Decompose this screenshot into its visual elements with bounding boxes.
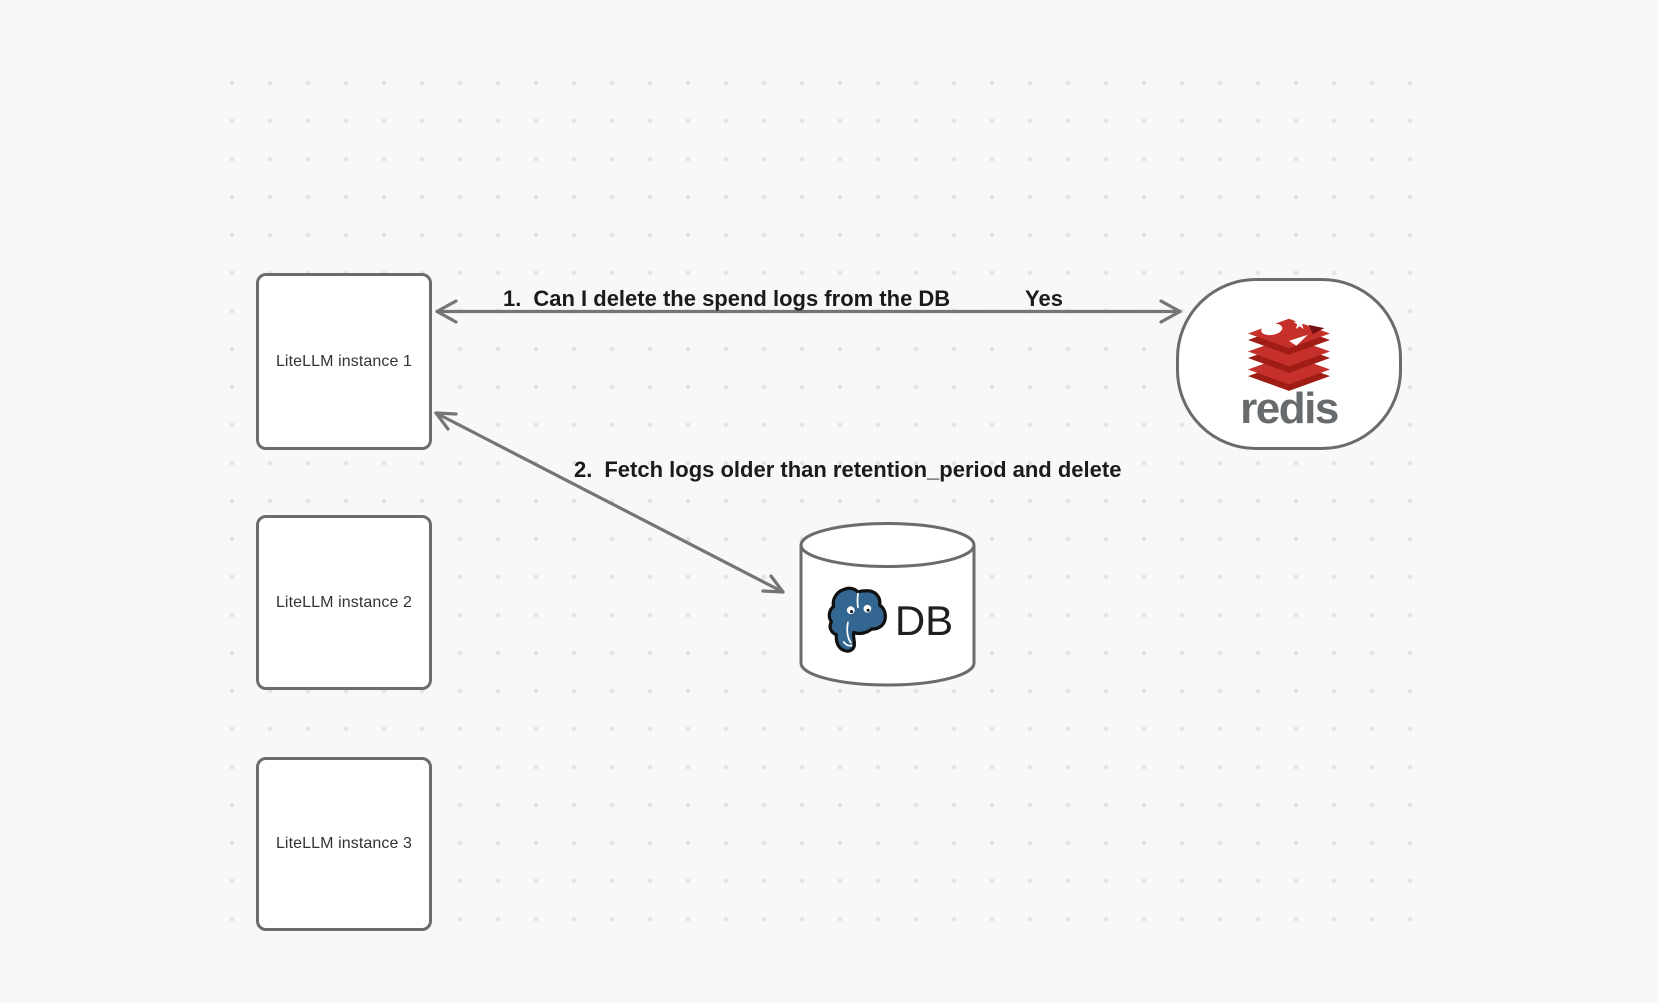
node-database[interactable]: DB: [799, 520, 976, 688]
arrow1-response-text: Yes: [1025, 286, 1063, 311]
arrow-instance1-to-db[interactable]: [434, 411, 785, 594]
node-litellm-instance-1[interactable]: LiteLLM instance 1: [256, 273, 432, 450]
database-label: DB: [894, 597, 954, 644]
redis-logo-icon: [1248, 317, 1330, 391]
arrowhead-down-right-icon: [761, 574, 785, 594]
arrow2-label-text: Fetch logs older than retention_period a…: [604, 457, 1122, 482]
node-litellm-instance-3-label: LiteLLM instance 3: [275, 835, 413, 852]
arrow2-label[interactable]: 2. Fetch logs older than retention_perio…: [574, 457, 1121, 483]
arrow1-label-text: Can I delete the spend logs from the DB: [533, 286, 951, 311]
node-litellm-instance-1-label: LiteLLM instance 1: [275, 352, 413, 370]
arrow1-label[interactable]: 1. Can I delete the spend logs from the …: [503, 286, 950, 312]
database-cylinder-icon: [799, 522, 976, 687]
arrowhead-left-icon: [435, 299, 458, 324]
node-redis[interactable]: redis: [1176, 278, 1402, 450]
redis-wordmark: redis: [1240, 384, 1339, 433]
postgresql-elephant-icon: [827, 586, 887, 653]
arrowhead-up-left-icon: [434, 411, 458, 431]
node-litellm-instance-2[interactable]: LiteLLM instance 2: [256, 515, 432, 690]
arrow2-label-number: 2.: [574, 457, 593, 482]
arrowhead-right-icon: [1159, 299, 1182, 324]
node-litellm-instance-2-label: LiteLLM instance 2: [275, 593, 413, 611]
arrow-redis-to-instance1[interactable]: [435, 299, 1182, 324]
arrow1-response-label[interactable]: Yes: [1025, 286, 1063, 312]
arrow1-label-number: 1.: [503, 286, 522, 311]
node-litellm-instance-3[interactable]: LiteLLM instance 3: [256, 757, 432, 931]
